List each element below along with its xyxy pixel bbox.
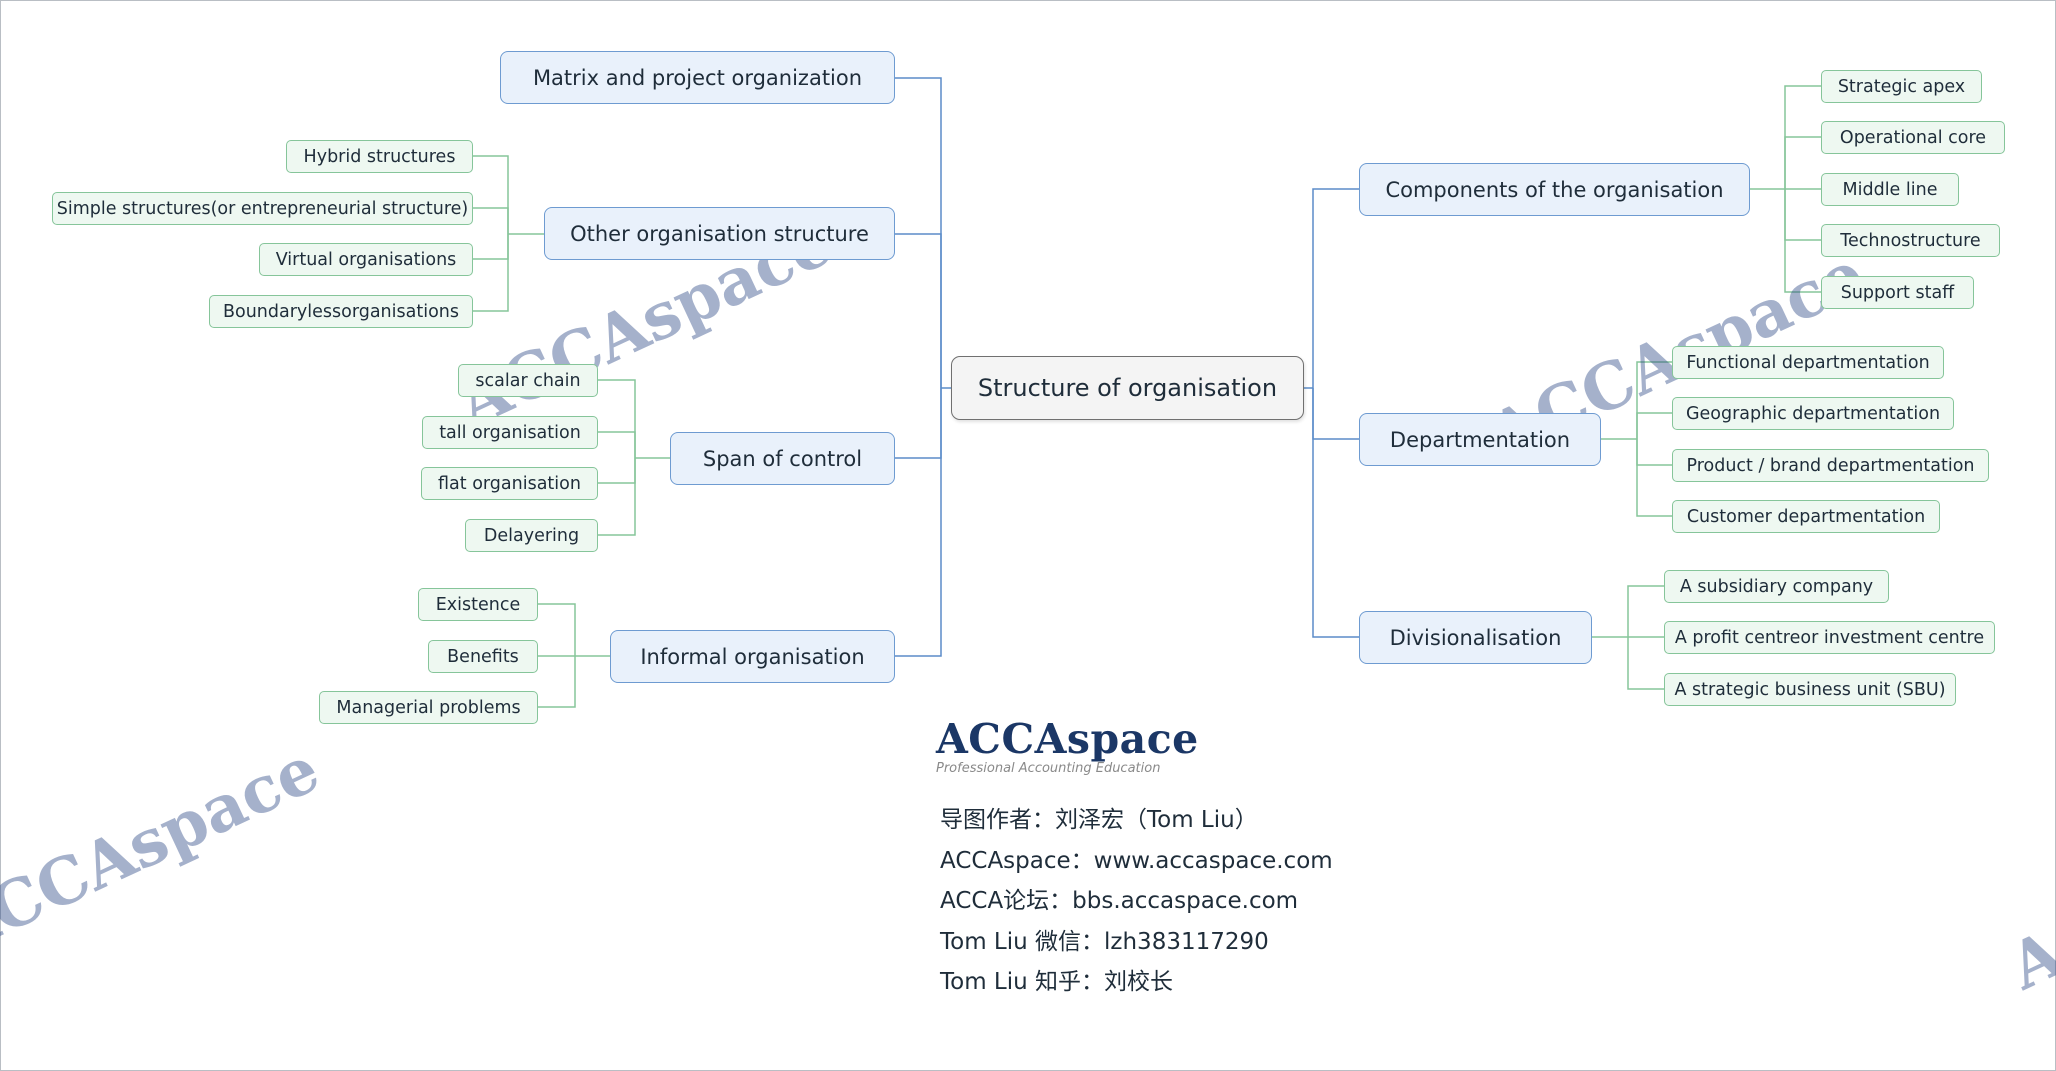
leaf-existence[interactable]: Existence bbox=[418, 588, 538, 621]
connector-line bbox=[1636, 439, 1672, 466]
connector-line bbox=[1636, 439, 1672, 517]
connector-line bbox=[1784, 136, 1821, 189]
leaf-sbu[interactable]: A strategic business unit (SBU) bbox=[1664, 673, 1956, 706]
leaf-customer[interactable]: Customer departmentation bbox=[1672, 500, 1940, 533]
credit-website[interactable]: ACCAspace：www.accaspace.com bbox=[940, 847, 1333, 874]
leaf-tall[interactable]: tall organisation bbox=[422, 416, 598, 449]
credit-forum[interactable]: ACCA论坛：bbs.accaspace.com bbox=[940, 888, 1299, 914]
connector-line bbox=[1627, 637, 1664, 690]
leaf-product-brand[interactable]: Product / brand departmentation bbox=[1672, 449, 1989, 482]
connector-line bbox=[598, 379, 636, 458]
leaf-operational-core[interactable]: Operational core bbox=[1821, 121, 2005, 154]
leaf-strategic-apex[interactable]: Strategic apex bbox=[1821, 70, 1982, 103]
connector-line bbox=[895, 388, 942, 459]
leaf-managerial-problems[interactable]: Managerial problems bbox=[319, 691, 538, 724]
branch-other-structure[interactable]: Other organisation structure bbox=[544, 207, 895, 260]
connector-line bbox=[473, 207, 509, 234]
connector-line bbox=[473, 234, 509, 312]
leaf-functional[interactable]: Functional departmentation bbox=[1672, 346, 1944, 379]
logo-tagline: Professional Accounting Education bbox=[936, 761, 1161, 776]
accaspace-logo: ACCAspace Professional Accounting Educat… bbox=[936, 715, 1199, 776]
leaf-scalar-chain[interactable]: scalar chain bbox=[458, 364, 598, 397]
leaf-delayering[interactable]: Delayering bbox=[465, 519, 598, 552]
branch-matrix-project[interactable]: Matrix and project organization bbox=[500, 51, 895, 104]
credit-author: 导图作者：刘泽宏（Tom Liu） bbox=[940, 807, 1258, 833]
connector-line bbox=[538, 656, 576, 708]
connector-line bbox=[473, 234, 509, 260]
connector-line bbox=[473, 155, 509, 234]
connector-line bbox=[1784, 189, 1821, 293]
leaf-hybrid[interactable]: Hybrid structures bbox=[286, 140, 473, 173]
branch-span-of-control[interactable]: Span of control bbox=[670, 432, 895, 485]
connector-line bbox=[1312, 388, 1359, 638]
connector-line bbox=[895, 233, 942, 388]
leaf-subsidiary[interactable]: A subsidiary company bbox=[1664, 570, 1889, 603]
leaf-technostructure[interactable]: Technostructure bbox=[1821, 224, 2000, 257]
leaf-simple[interactable]: Simple structures(or entrepreneurial str… bbox=[52, 192, 473, 225]
connector-line bbox=[1784, 189, 1821, 241]
leaf-geographic[interactable]: Geographic departmentation bbox=[1672, 397, 1954, 430]
credit-zhihu: Tom Liu 知乎：刘校长 bbox=[940, 969, 1174, 995]
credits-block: 导图作者：刘泽宏（Tom Liu） ACCAspace：www.accaspac… bbox=[940, 800, 1333, 1003]
root-node[interactable]: Structure of organisation bbox=[951, 356, 1304, 420]
leaf-boundaryless[interactable]: Boundarylessorganisations bbox=[209, 295, 473, 328]
connector-line bbox=[598, 458, 636, 484]
connector-line bbox=[1312, 188, 1359, 388]
branch-departmentation[interactable]: Departmentation bbox=[1359, 413, 1601, 466]
connector-line bbox=[1636, 412, 1672, 439]
connector-line bbox=[538, 603, 576, 656]
connector-line bbox=[598, 431, 636, 458]
leaf-flat[interactable]: flat organisation bbox=[421, 467, 598, 500]
leaf-benefits[interactable]: Benefits bbox=[428, 640, 538, 673]
credit-wechat: Tom Liu 微信：lzh383117290 bbox=[940, 928, 1269, 955]
leaf-profit-centre[interactable]: A profit centreor investment centre bbox=[1664, 621, 1995, 654]
branch-divisionalisation[interactable]: Divisionalisation bbox=[1359, 611, 1592, 664]
connector-line bbox=[1312, 388, 1359, 440]
leaf-support-staff[interactable]: Support staff bbox=[1821, 276, 1974, 309]
branch-informal[interactable]: Informal organisation bbox=[610, 630, 895, 683]
logo-name: ACCAspace bbox=[936, 715, 1199, 763]
branch-components[interactable]: Components of the organisation bbox=[1359, 163, 1750, 216]
connector-line bbox=[598, 458, 636, 536]
connector-line bbox=[895, 77, 942, 388]
leaf-virtual[interactable]: Virtual organisations bbox=[259, 243, 473, 276]
connector-line bbox=[1627, 585, 1664, 637]
leaf-middle-line[interactable]: Middle line bbox=[1821, 173, 1959, 206]
connector-line bbox=[895, 388, 942, 657]
